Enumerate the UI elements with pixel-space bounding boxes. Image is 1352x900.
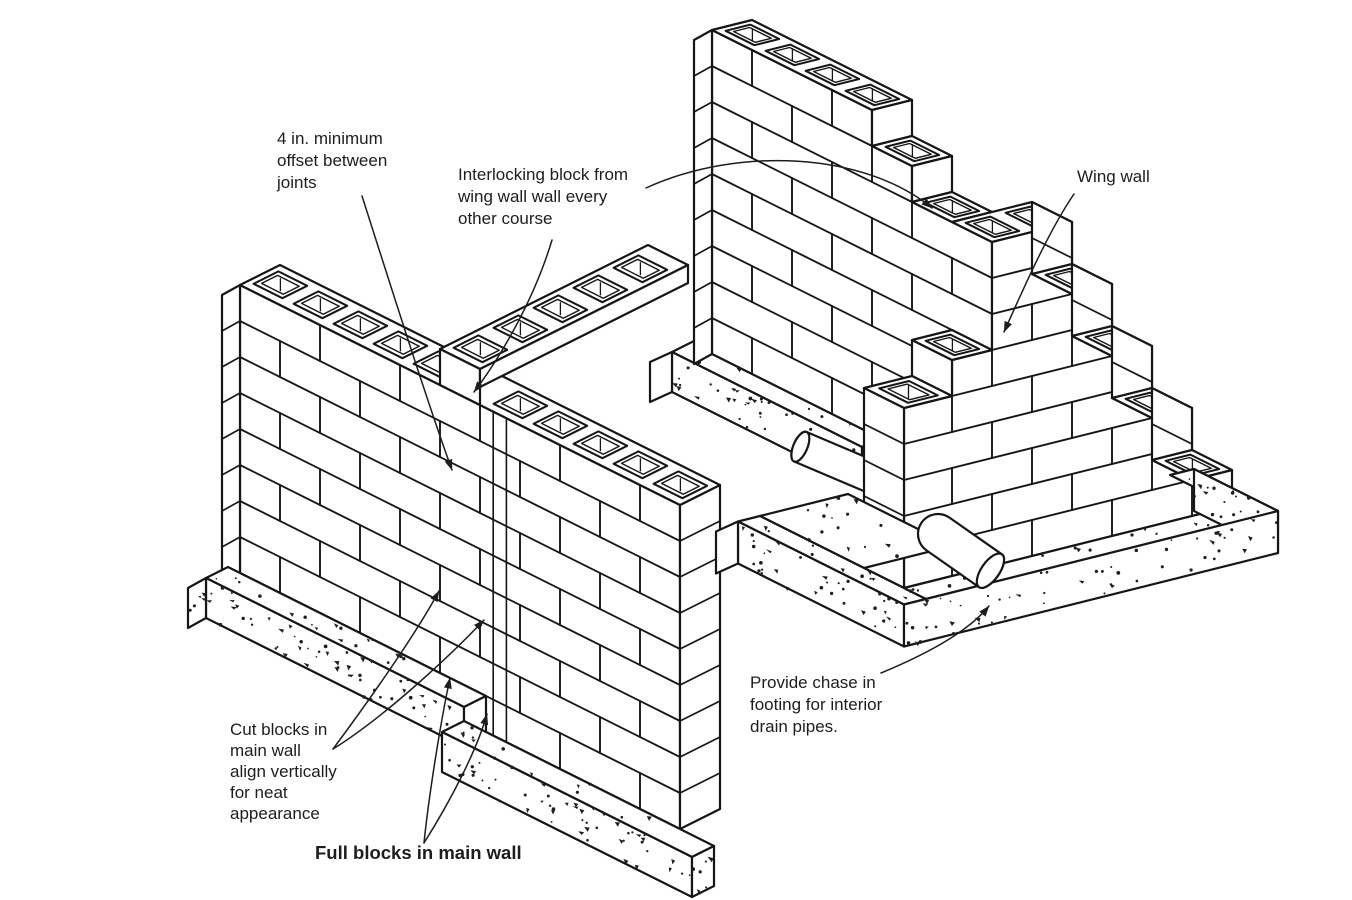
annotation-offset-between-joints: 4 in. minimum offset between joints [277, 129, 388, 192]
annotation-provide-chase: Provide chase in footing for interior dr… [750, 673, 883, 736]
annotation-cut-blocks: Cut blocks in main wall align vertically… [230, 720, 337, 823]
annotation-wing-wall: Wing wall [1077, 167, 1150, 186]
leader-lines [332, 159, 1075, 844]
annotation-interlocking-block: Interlocking block from wing wall wall e… [458, 165, 629, 228]
right-figure [648, 18, 1280, 648]
annotation-full-blocks: Full blocks in main wall [315, 842, 522, 863]
